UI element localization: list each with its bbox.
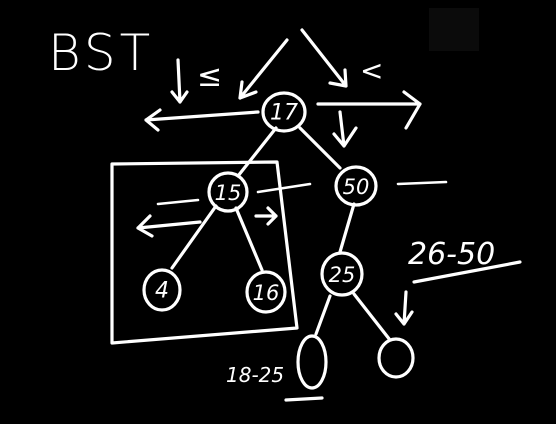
incoming-arrow-left [238,38,289,100]
root-right-arrow [316,90,422,130]
left-subtree-box [110,160,299,345]
node-16 [245,270,287,314]
node-16-label: 16 [253,281,280,305]
diagram-title: BST [48,24,154,82]
node50-right-dash [396,180,448,186]
root-left-arrow [144,108,260,132]
lower-leaf-underline [284,396,324,402]
edge-15-4 [170,204,218,270]
node-50-label: 50 [343,175,370,199]
node-4-label: 4 [155,279,169,304]
node15-left-dash [156,198,200,206]
edge-15-16 [234,206,264,272]
node-17-label: 17 [270,101,298,126]
node15-right-dash [256,182,312,194]
incoming-arrow-right [300,28,348,88]
node15-left-arrow [136,214,202,238]
right-branch-symbol: < [360,54,383,87]
redaction-block [429,8,479,51]
edge-17-50 [298,126,342,170]
node-4 [142,268,182,312]
node-empty-left-leaf [296,334,328,390]
node-empty-right-leaf [377,337,415,379]
edge-50-25 [338,202,356,254]
node-17 [261,91,307,133]
edge-17-15 [236,126,278,178]
right-leaf-down-arrow [394,290,414,326]
node15-right-arrow [254,206,278,226]
node-15-label: 15 [215,181,242,205]
node-50 [334,165,378,207]
node-25 [320,251,364,297]
left-branch-symbol: ≤ [197,59,222,94]
edge-25-right-leaf [352,292,392,342]
range-label-lower: 18-25 [226,363,284,387]
left-down-arrow [170,58,189,104]
edge-25-left-leaf [314,294,332,336]
node-25-label: 25 [329,263,356,287]
node50-down-arrow [332,110,358,148]
range-label-upper: 26-50 [408,237,495,272]
node-15 [207,171,249,213]
range-label-upper-underline [412,260,522,284]
